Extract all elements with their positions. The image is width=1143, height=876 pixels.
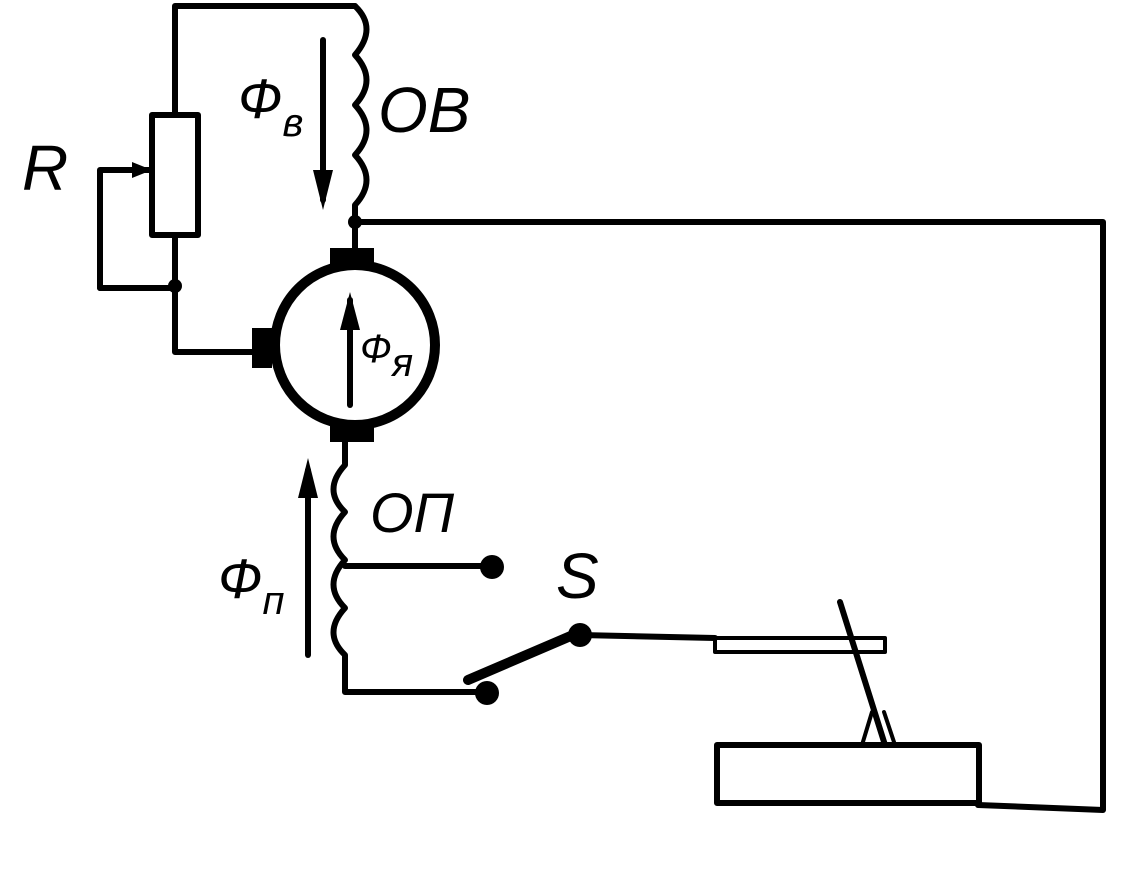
brush-bottom <box>330 424 374 442</box>
rheostat-body <box>149 112 201 238</box>
label-armature-flux-symbol: Ф <box>360 327 392 371</box>
switch-blade <box>463 627 585 685</box>
brush-left <box>252 328 272 368</box>
pedal-lever-joint <box>860 710 897 747</box>
wire-right-loop <box>352 219 1106 813</box>
label-resistor: R <box>22 132 68 204</box>
brush-top <box>330 248 374 266</box>
interpole-winding-coil <box>330 439 488 695</box>
label-armature-flux: Фя <box>360 327 413 385</box>
field-flux-arrowhead <box>313 170 333 210</box>
pedal-lever <box>837 599 888 748</box>
label-field-flux-symbol: Ф <box>238 67 283 130</box>
label-interpole-flux-symbol: Ф <box>218 547 263 610</box>
switch-contact-upper <box>480 555 504 579</box>
rheostat-slider-wire <box>97 167 153 291</box>
armature-flux-arrowhead <box>340 292 360 330</box>
wire-top <box>172 3 358 118</box>
label-switch: S <box>556 540 599 612</box>
label-interpole-flux: Фп <box>218 547 285 623</box>
label-field-flux-sub: в <box>283 101 304 145</box>
label-armature-flux-sub: я <box>391 341 413 385</box>
wire-to-left-brush <box>172 285 258 355</box>
rheostat-slider-arrow <box>132 162 152 178</box>
interpole-flux-arrowhead <box>298 458 318 498</box>
actuator-guide <box>713 636 887 654</box>
switch-contact-lower <box>475 681 499 705</box>
wire-resistor-bottom <box>97 232 178 291</box>
label-field-flux: Фв <box>238 67 303 145</box>
label-field-winding: ОВ <box>378 74 470 146</box>
switch-actuator-rod <box>577 632 718 641</box>
pedal-base <box>714 742 982 806</box>
label-interpole-winding: ОП <box>370 481 455 544</box>
label-interpole-flux-sub: п <box>263 579 285 623</box>
field-winding-coil <box>352 3 370 225</box>
